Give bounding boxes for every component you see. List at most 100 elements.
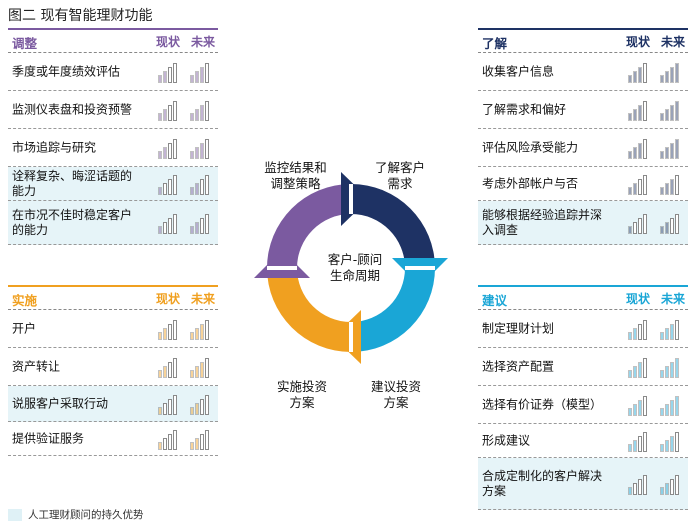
bar-segment [200, 142, 204, 159]
column-future: 未来 [661, 35, 686, 49]
capability-label-line: 制定理财计划 [482, 321, 555, 335]
capability-label: 提供验证服务 [12, 431, 158, 446]
level-future-bars [190, 428, 214, 450]
bar-segment [195, 108, 199, 121]
bar-segment [200, 217, 204, 234]
bar-segment [173, 138, 177, 159]
bar-segment [665, 365, 669, 378]
capability-label-line: 在市况不佳时稳定客户 [12, 207, 133, 222]
bar-segment [205, 357, 209, 378]
bar-segment [665, 146, 669, 159]
bar-segment [665, 403, 669, 416]
bar-segment [195, 402, 199, 415]
bar-segment [633, 221, 637, 234]
capability-label-line: 监测仪表盘和投资预警 [12, 102, 133, 116]
bar-segment [200, 433, 204, 450]
bar-segment [628, 443, 632, 452]
level-now-bars [158, 428, 182, 450]
bar-segment [638, 361, 642, 378]
bar-segment [670, 142, 674, 159]
bar-segment [638, 66, 642, 83]
arc-label-adjust: 监控结果和调整策略 [264, 160, 327, 191]
capability-label: 考虑外部帐户与否 [482, 176, 628, 191]
bar-segment [670, 399, 674, 416]
bar-segment [205, 319, 209, 340]
level-future-bars [190, 99, 214, 121]
level-now-bars [628, 61, 652, 83]
level-future-bars [190, 173, 214, 195]
level-now-bars [628, 212, 652, 234]
capability-label: 收集客户信息 [482, 64, 628, 79]
bar-segment [628, 112, 632, 121]
capability-label: 评估风险承受能力 [482, 140, 628, 155]
bar-segment [660, 486, 664, 495]
level-now-bars [158, 173, 182, 195]
bar-segment [675, 62, 679, 83]
bar-segment [195, 146, 199, 159]
bar-segment [628, 150, 632, 159]
bar-segment [158, 331, 162, 340]
level-future-bars [190, 318, 214, 340]
bar-segment [638, 323, 642, 340]
bar-segment [628, 369, 632, 378]
bar-segment [643, 395, 647, 416]
capability-label: 了解需求和偏好 [482, 102, 628, 117]
bar-segment [670, 323, 674, 340]
level-now-bars [158, 61, 182, 83]
capability-row: 选择资产配置 [478, 348, 688, 386]
bar-segment [638, 142, 642, 159]
bar-segment [168, 104, 172, 121]
level-future-bars [660, 61, 684, 83]
level-future-bars [190, 393, 214, 415]
bar-segment [675, 357, 679, 378]
bar-segment [633, 482, 637, 495]
bar-segment [158, 369, 162, 378]
bar-segment [158, 150, 162, 159]
bar-segment [195, 182, 199, 195]
capability-row: 开户 [8, 310, 218, 348]
arrow-head-implement [333, 310, 361, 364]
bar-segment [168, 217, 172, 234]
bar-segment [675, 431, 679, 452]
capability-label: 在市况不佳时稳定客户的能力 [12, 208, 158, 238]
capability-label-line: 入调查 [482, 222, 519, 237]
arrow-head-advise [392, 258, 448, 286]
bar-segment [633, 70, 637, 83]
arc-implement [267, 268, 351, 352]
level-now-bars [158, 356, 182, 378]
bar-segment [628, 407, 632, 416]
bar-segment [643, 138, 647, 159]
bar-segment [638, 178, 642, 195]
capability-label-line: 的能力 [12, 222, 49, 237]
capability-label-line: 方案 [482, 483, 507, 498]
capability-label-line: 市场追踪与研究 [12, 140, 97, 154]
bar-segment [200, 323, 204, 340]
bar-segment [205, 394, 209, 415]
bar-segment [190, 150, 194, 159]
bar-segment [665, 182, 669, 195]
level-now-bars [628, 173, 652, 195]
bar-segment [633, 146, 637, 159]
capability-label: 说服客户采取行动 [12, 396, 158, 411]
level-now-bars [628, 473, 652, 495]
bar-segment [643, 100, 647, 121]
capability-label: 市场追踪与研究 [12, 140, 158, 155]
bar-segment [195, 327, 199, 340]
bar-segment [163, 221, 167, 234]
bar-segment [633, 403, 637, 416]
capability-label-line: 能力 [12, 183, 37, 198]
panel-title: 调整 [12, 36, 38, 51]
column-now: 现状 [626, 35, 651, 49]
bar-segment [660, 331, 664, 340]
bar-segment [670, 478, 674, 495]
bar-segment [660, 186, 664, 195]
bar-segment [643, 357, 647, 378]
bar-segment [163, 327, 167, 340]
capability-label-line: 提供验证服务 [12, 431, 85, 445]
bar-segment [660, 443, 664, 452]
capability-label-line: 开户 [12, 321, 37, 335]
bar-segment [163, 146, 167, 159]
bar-segment [163, 182, 167, 195]
bar-segment [628, 74, 632, 83]
bar-segment [628, 225, 632, 234]
